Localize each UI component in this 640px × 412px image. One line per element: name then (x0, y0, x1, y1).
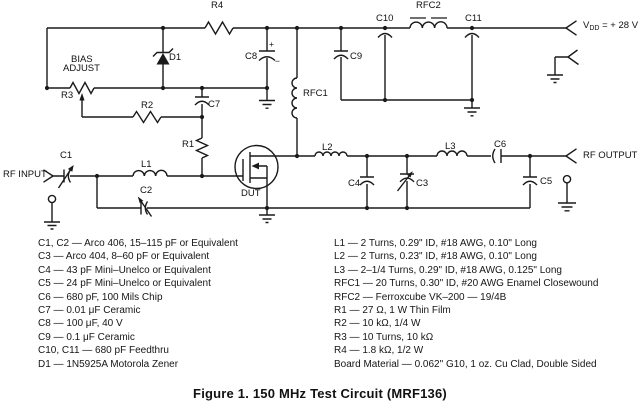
part-item: D1 — 1N5925A Motorola Zener (38, 358, 179, 370)
part-item: C1, C2 — Arco 406, 15–115 pF or Equivale… (38, 238, 238, 249)
c7-label: C7 (208, 99, 221, 110)
d1-label: D1 (169, 52, 182, 63)
c3-label: C3 (416, 178, 429, 189)
l3-inductor (436, 150, 468, 157)
part-item: C10, C11 — 680 pF Feedthru (38, 345, 169, 357)
rfc1-choke (291, 77, 298, 119)
vdd-value: = + 28 V (599, 20, 639, 31)
part-item: C7 — 0.01 μF Ceramic (38, 305, 141, 317)
rf-input-label: RF INPUT (3, 169, 47, 180)
parts-list-right: L1 — 2 Turns, 0.29" ID, #18 AWG, 0.10" L… (334, 237, 598, 371)
r2-resistor (132, 110, 162, 124)
l2-inductor (314, 151, 348, 157)
part-item: C6 — 680 pF, 100 Mils Chip (38, 291, 163, 303)
c5-capacitor (522, 176, 538, 186)
l2-label: L2 (322, 142, 333, 153)
r3-label: R3 (61, 90, 74, 101)
rf-input-connector (43, 169, 54, 183)
c11-label: C11 (465, 13, 482, 24)
l1-inductor (132, 169, 168, 177)
r4-label: R4 (211, 0, 224, 11)
r2-label: R2 (141, 100, 154, 111)
c8-plus-sign: + (269, 39, 274, 49)
source-ground (259, 214, 275, 224)
c10-label: C10 (376, 13, 394, 24)
c10-feedthru-capacitor (377, 32, 393, 38)
bias-adjust-label-line1: BIAS (71, 54, 93, 65)
dut-label: DUT (241, 188, 261, 199)
input-ground (44, 194, 60, 230)
dut-mosfet (234, 144, 279, 190)
parts-list-left: C1, C2 — Arco 406, 15–115 pF or Equivale… (38, 237, 238, 371)
c4-capacitor (359, 176, 375, 186)
c2-variable-capacitor (137, 196, 153, 217)
r1-resistor (194, 137, 210, 159)
c6-capacitor (492, 148, 502, 164)
c3-variable-capacitor (396, 171, 415, 192)
r1-label: R1 (182, 139, 195, 150)
c8-capacitor (258, 50, 276, 62)
c5-label: C5 (540, 176, 553, 187)
d1-zener-diode (152, 48, 174, 65)
output-ground (558, 174, 576, 212)
part-item: Board Material — 0.062" G10, 1 oz. Cu Cl… (334, 358, 597, 370)
c4-label: C4 (348, 178, 361, 189)
rfc2-label: RFC2 (416, 0, 441, 11)
part-item: L2 — 2 Turns, 0.23" ID, #18 AWG, 0.10" L… (334, 251, 537, 263)
l1-label: L1 (141, 159, 152, 170)
c6-label: C6 (494, 139, 507, 150)
part-item: C3 — Arco 404, 8–60 pF or Equivalent (38, 251, 210, 263)
part-item: RFC2 — Ferroxcube VK–200 — 19/4B (334, 291, 507, 303)
part-item: L1 — 2 Turns, 0.29" ID, #18 AWG, 0.10" L… (334, 238, 537, 249)
l3-label: L3 (445, 141, 456, 152)
part-item: C5 — 24 pF Mini–Unelco or Equivalent (38, 278, 211, 290)
part-item: C4 — 43 pF Mini–Unelco or Equivalent (38, 264, 211, 276)
c9-label: C9 (350, 51, 363, 62)
c8-label: C8 (245, 51, 258, 62)
part-item: RFC1 — 20 Turns, 0.30" ID, #20 AWG Ename… (334, 278, 599, 290)
supply-ground-connector (567, 49, 579, 66)
junction-dots (44, 25, 533, 211)
part-item: C9 — 0.1 μF Ceramic (38, 331, 135, 343)
c1-label: C1 (60, 150, 73, 161)
c8-minus-sign: − (275, 56, 280, 66)
c11-feedthru-capacitor (464, 32, 480, 38)
r3-potentiometer (69, 81, 95, 101)
vdd-terminal (565, 20, 577, 36)
wires (46, 27, 568, 222)
rf-output-connector (565, 148, 577, 164)
c7-capacitor (194, 96, 210, 106)
part-item: R2 — 10 kΩ, 1/4 W (334, 318, 421, 330)
c11-ground (464, 107, 480, 117)
vdd-subscript: DD (589, 25, 600, 32)
part-item: C8 — 100 μF, 40 V (38, 318, 123, 330)
rf-output-label: RF OUTPUT (583, 150, 638, 161)
rfc2-choke (409, 17, 448, 29)
c9-capacitor (333, 50, 349, 60)
vdd-label: VDD = + 28 V (583, 21, 638, 32)
c8-ground (259, 99, 275, 109)
supply-ground (547, 74, 563, 84)
rfc1-label: RFC1 (303, 88, 328, 99)
vdd-symbol: V (583, 20, 590, 31)
part-item: L3 — 2–1/4 Turns, 0.29" ID, #18 AWG, 0.1… (334, 264, 562, 276)
part-item: R4 — 1.8 kΩ, 1/2 W (334, 345, 424, 357)
part-item: R1 — 27 Ω, 1 W Thin Film (334, 305, 451, 317)
r4-resistor (204, 20, 234, 36)
c1-variable-capacitor (57, 165, 74, 189)
bias-adjust-label-line2: ADJUST (63, 63, 100, 74)
c2-label: C2 (140, 185, 153, 196)
schematic-drawing (43, 17, 579, 230)
part-item: R3 — 10 Turns, 10 kΩ (334, 331, 434, 343)
figure-caption: Figure 1. 150 MHz Test Circuit (MRF136) (193, 386, 447, 401)
